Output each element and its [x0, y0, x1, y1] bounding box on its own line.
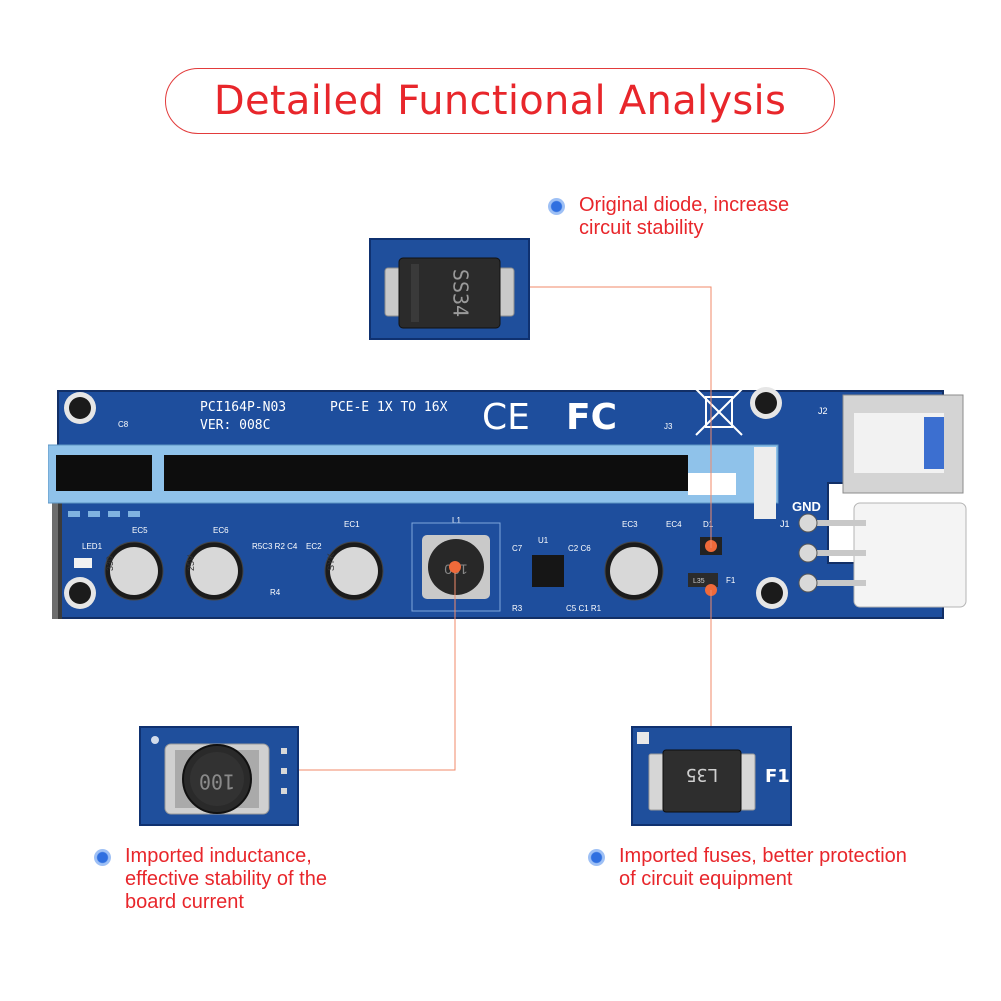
- label-r3: R3: [512, 604, 523, 613]
- label-gnd: GND: [792, 499, 821, 514]
- svg-text:330: 330: [105, 556, 115, 571]
- mounting-hole-icon: [750, 387, 782, 419]
- board-version: VER: 008C: [200, 418, 270, 433]
- bullet-icon: [548, 198, 565, 215]
- svg-text:L35: L35: [693, 578, 705, 585]
- mounting-hole-icon: [64, 577, 96, 609]
- callout-inductance-line3: board current: [125, 891, 244, 913]
- capacitor-ec6: 25V: [184, 541, 244, 601]
- fc-mark: FC: [566, 397, 617, 438]
- label-j2: J2: [818, 406, 828, 416]
- inset-inductor: 100: [139, 726, 299, 826]
- label-c7: C7: [512, 544, 523, 553]
- fuse-f1: [688, 573, 718, 587]
- label-led1: LED1: [82, 542, 103, 551]
- inset-diode: SS34: [369, 238, 530, 340]
- svg-text:100: 100: [444, 561, 468, 577]
- callout-fuse: Imported fuses, better protection of cir…: [588, 845, 907, 891]
- mounting-hole-icon: [756, 577, 788, 609]
- label-c8: C8: [118, 420, 129, 429]
- contact-row: [68, 511, 140, 517]
- label-r5c3r2c4: R5C3 R2 C4: [252, 542, 298, 551]
- usb-port: [842, 394, 964, 494]
- svg-text:25V: 25V: [186, 555, 196, 571]
- inset-inductor-marking: 100: [199, 770, 235, 794]
- label-u1: U1: [538, 536, 549, 545]
- led: [74, 558, 92, 568]
- label-ec4: EC4: [666, 520, 682, 529]
- label-j3: J3: [664, 422, 673, 431]
- ic-u1: [532, 555, 564, 587]
- callout-inductance-line1: Imported inductance,: [125, 845, 312, 867]
- ce-mark: CE: [482, 397, 530, 438]
- label-c2c6: C2 C6: [568, 544, 591, 553]
- label-l1: L1: [452, 516, 461, 525]
- inset-fuse-ref: F1: [765, 766, 790, 787]
- callout-fuse-line2: of circuit equipment: [619, 868, 793, 890]
- inset-diode-marking: SS34: [449, 269, 473, 317]
- title-pill: Detailed Functional Analysis: [165, 68, 835, 134]
- page-title: Detailed Functional Analysis: [213, 78, 787, 124]
- bullet-icon: [94, 849, 111, 866]
- mounting-hole-icon: [64, 392, 96, 424]
- pcb-board: PCI164P-N03 VER: 008C PCE-E 1X TO 16X CE…: [48, 387, 967, 619]
- label-ec3: EC3: [622, 520, 638, 529]
- callout-inductance-line2: effective stability of the: [125, 868, 327, 890]
- board-spec: PCE-E 1X TO 16X: [330, 400, 448, 415]
- capacitor-ec5: 330: [104, 541, 164, 601]
- inductor-l1: 100: [411, 522, 501, 612]
- callout-diode: Original diode, increase circuit stabili…: [548, 194, 789, 240]
- label-f1: F1: [726, 576, 736, 585]
- callout-fuse-line1: Imported fuses, better protection: [619, 845, 907, 867]
- label-j1: J1: [780, 519, 790, 529]
- inset-fuse-marking: L35: [686, 764, 719, 785]
- label-d1: D1: [703, 520, 714, 529]
- label-ec1: EC1: [344, 520, 360, 529]
- inset-fuse: L35 F1: [631, 726, 792, 826]
- callout-inductance: Imported inductance, effective stability…: [94, 845, 327, 914]
- label-ec6: EC6: [213, 526, 229, 535]
- label-ec5: EC5: [132, 526, 148, 535]
- capacitor-ec3: [604, 541, 664, 601]
- svg-text:SYK: SYK: [326, 553, 336, 571]
- callout-diode-line1: Original diode, increase: [579, 194, 790, 216]
- board-model: PCI164P-N03: [200, 400, 286, 415]
- label-ec2: EC2: [306, 542, 322, 551]
- label-r4: R4: [270, 588, 281, 597]
- label-c5c1r1: C5 C1 R1: [566, 604, 602, 613]
- bullet-icon: [588, 849, 605, 866]
- capacitor-ec1: SYK: [324, 541, 384, 601]
- callout-diode-line2: circuit stability: [579, 217, 704, 239]
- power-connector: [798, 502, 967, 608]
